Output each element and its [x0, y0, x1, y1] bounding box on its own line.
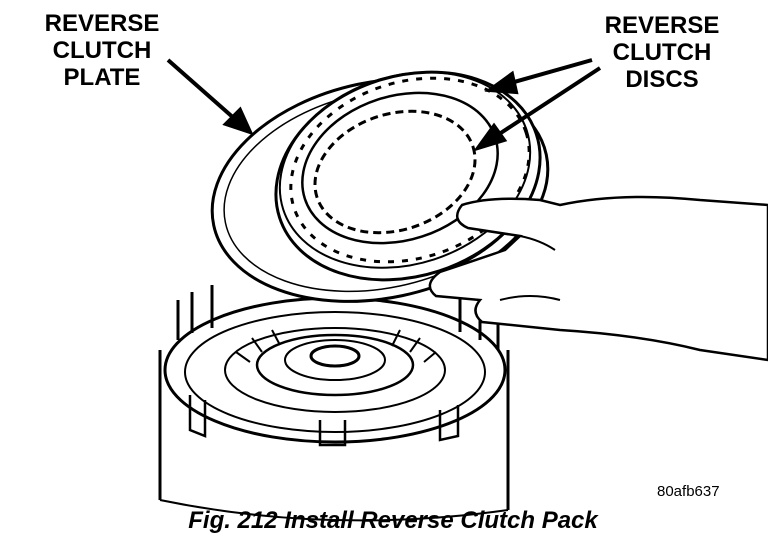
plate-arrow [166, 58, 238, 122]
label-line: REVERSE [44, 10, 160, 37]
disc-arrow-2 [488, 66, 602, 142]
figure-caption: Fig. 212 Install Reverse Clutch Pack [188, 507, 598, 534]
label-line: DISCS [625, 66, 699, 93]
figure-id: 80afb637 [657, 483, 720, 500]
label-line: REVERSE [604, 12, 720, 39]
label-line: PLATE [63, 64, 141, 91]
clutch-hub [224, 327, 446, 413]
clutch-drum [158, 285, 510, 522]
label-line: CLUTCH [52, 37, 152, 64]
reverse-clutch-plate-label: REVERSE CLUTCH PLATE [28, 10, 176, 91]
hand [428, 195, 768, 362]
leader-arrows [166, 58, 602, 152]
label-line: CLUTCH [612, 39, 712, 66]
reverse-clutch-discs-label: REVERSE CLUTCH DISCS [583, 12, 741, 93]
